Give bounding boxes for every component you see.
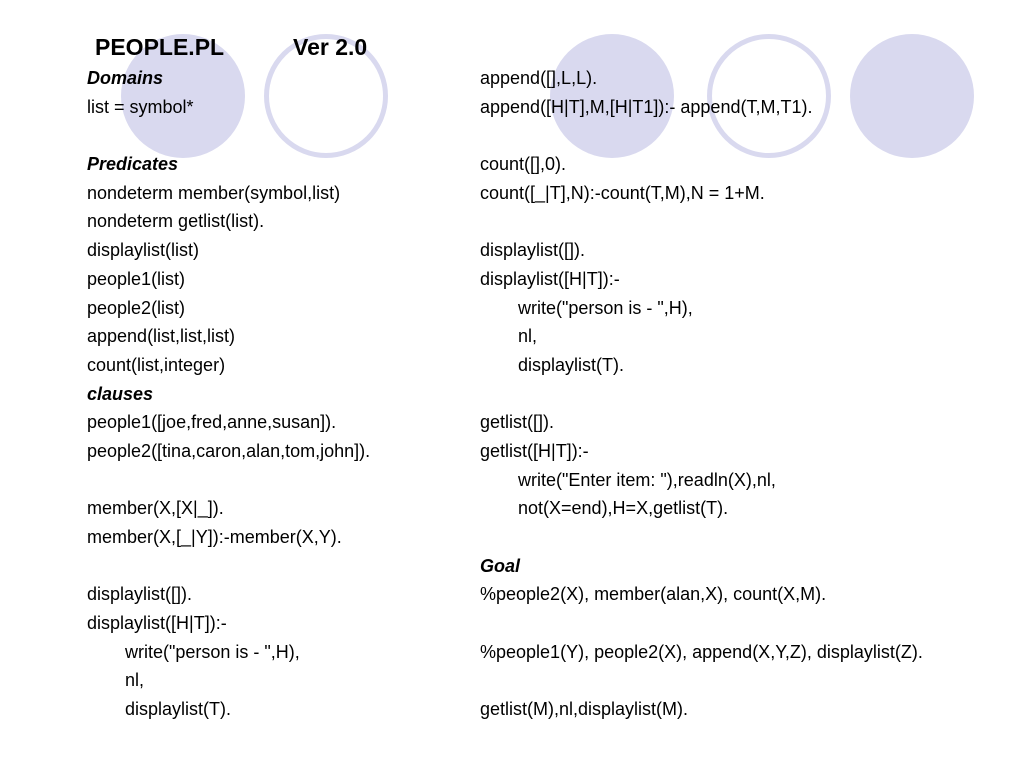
section-heading: Domains [87, 68, 164, 88]
code-line: people2(list) [87, 297, 186, 318]
code-line: nl, [518, 326, 538, 347]
blank-line [480, 380, 923, 409]
decorative-filled-circle-3 [550, 34, 674, 158]
code-line: %people1(Y), people2(X), append(X,Y,Z), … [480, 641, 923, 662]
code-line: displaylist([]). [480, 240, 586, 261]
code-line: count(list,integer) [87, 354, 226, 375]
right-code-column: append([],L,L). append([H|T],M,[H|T1]):- … [480, 64, 923, 724]
decorative-ring-circle-2 [264, 34, 388, 158]
code-line: getlist([H|T]):- [480, 440, 589, 461]
code-line: getlist(M),nl,displaylist(M). [480, 699, 689, 720]
code-line: member(X,[X|_]). [87, 498, 224, 519]
code-line: displaylist(list) [87, 240, 200, 261]
decorative-filled-circle-5 [850, 34, 974, 158]
code-line: member(X,[_|Y]):-member(X,Y). [87, 527, 342, 547]
section-heading: clauses [87, 383, 154, 404]
section-heading: Goal [480, 555, 521, 576]
slide-version: Ver 2.0 [293, 34, 368, 60]
code-line: people1([joe,fred,anne,susan]). [87, 412, 337, 433]
code-line: getlist([]). [480, 412, 555, 433]
code-line: write("person is - ",H), [125, 641, 300, 662]
blank-line [480, 207, 923, 236]
blank-line [480, 666, 923, 695]
code-line: displaylist([]). [87, 584, 193, 605]
code-line: count([_|T],N):-count(T,M),N = 1+M. [480, 182, 765, 203]
blank-line [480, 609, 923, 638]
code-line: nl, [125, 670, 145, 691]
code-line: displaylist([H|T]):- [87, 613, 227, 634]
code-line: append([],L,L). [480, 68, 598, 88]
code-line: append(list,list,list) [87, 326, 236, 347]
section-heading: Predicates [87, 154, 179, 175]
code-line: displaylist(T). [125, 699, 232, 720]
blank-line [87, 552, 370, 581]
code-line: displaylist(T). [518, 354, 625, 375]
decorative-filled-circle-1 [121, 34, 245, 158]
code-line: write("Enter item: "),readln(X),nl, [518, 469, 776, 490]
blank-line [480, 121, 923, 150]
code-line: list = symbol* [87, 96, 194, 117]
code-line: not(X=end),H=X,getlist(T). [518, 498, 729, 519]
blank-line [87, 466, 370, 495]
code-line: append([H|T],M,[H|T1]):- append(T,M,T1). [480, 96, 813, 117]
decorative-ring-circle-4 [707, 34, 831, 158]
blank-line [480, 523, 923, 552]
code-line: %people2(X), member(alan,X), count(X,M). [480, 584, 827, 605]
blank-line [87, 121, 370, 150]
code-line: nondeterm getlist(list). [87, 211, 265, 232]
slide-title: PEOPLE.PL [95, 34, 225, 60]
code-line: nondeterm member(symbol,list) [87, 182, 341, 203]
code-line: count([],0). [480, 154, 567, 175]
left-code-column: Domains list = symbol* Predicates nondeterm… [87, 64, 370, 724]
code-line: people1(list) [87, 268, 186, 289]
code-line: people2([tina,caron,alan,tom,john]). [87, 440, 371, 461]
code-line: write("person is - ",H), [518, 297, 693, 318]
code-line: displaylist([H|T]):- [480, 268, 620, 289]
